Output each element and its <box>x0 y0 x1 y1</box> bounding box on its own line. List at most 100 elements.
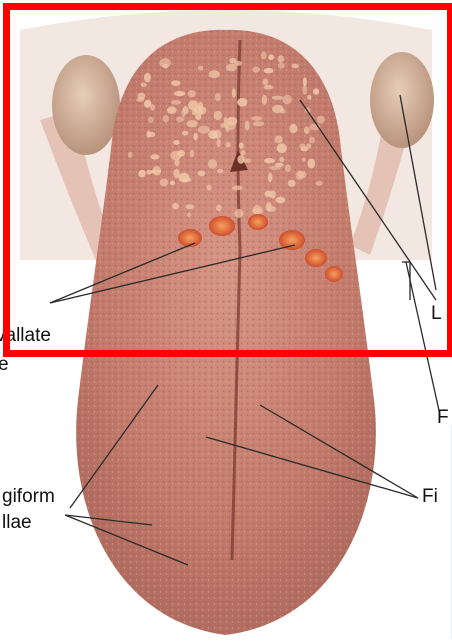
lingual-spot <box>232 88 236 98</box>
lingual-spot <box>263 78 269 85</box>
lingual-spot <box>269 166 281 170</box>
lingual-spot <box>171 100 181 105</box>
lingual-spot <box>187 213 191 217</box>
lingual-spot <box>179 173 190 183</box>
lingual-spot <box>137 93 145 100</box>
lingual-spot <box>171 80 180 86</box>
lingual-spot <box>148 117 154 123</box>
lingual-spot <box>307 95 311 100</box>
lingual-spot <box>214 111 222 120</box>
lingual-spot <box>313 88 319 94</box>
lingual-spot <box>266 202 272 211</box>
lingual-spot <box>232 186 243 191</box>
lingual-spot <box>177 91 182 96</box>
lingual-spot <box>292 64 299 69</box>
fungiform-label-line2: llae <box>2 513 32 532</box>
papillae-fragment-label: e <box>0 355 9 374</box>
lingual-spot <box>208 130 218 139</box>
lingual-spot <box>278 63 285 69</box>
lingual-spot <box>188 90 196 97</box>
lingual-spot <box>264 85 274 90</box>
lingual-spot <box>251 116 262 121</box>
lingual-spot <box>235 209 244 218</box>
right-tonsil <box>370 52 434 148</box>
lingual-spot <box>173 169 179 178</box>
f-fragment-label: F <box>437 408 449 427</box>
lingual-spot <box>209 70 220 78</box>
lingual-spot <box>206 185 211 191</box>
lingual-spot <box>226 142 231 147</box>
lingual-spot <box>183 106 189 114</box>
vallate-label: vallate <box>0 326 51 345</box>
lingual-spot <box>215 93 221 101</box>
lingual-spot <box>217 169 224 173</box>
lingual-spot <box>279 157 284 162</box>
lingual-spot <box>295 171 304 180</box>
lingual-spot <box>272 96 284 100</box>
lingual-spot <box>198 126 210 134</box>
lingual-spot <box>163 115 169 123</box>
lingual-spot <box>193 133 198 141</box>
lingual-spot <box>264 68 274 74</box>
lingual-spot <box>276 197 286 203</box>
lingual-spot <box>234 61 242 66</box>
lingual-spot <box>278 55 285 62</box>
lingual-spot <box>198 171 206 177</box>
lingual-spot <box>253 205 262 215</box>
left-tonsil <box>52 55 120 155</box>
lingual-spot <box>150 104 155 110</box>
lingual-spot <box>243 158 251 163</box>
lingual-spot <box>237 98 247 107</box>
lingual-spot <box>138 170 146 177</box>
lingual-spot <box>309 137 315 144</box>
fi-fragment-label: Fi <box>422 487 438 506</box>
lingual-spot <box>182 131 189 136</box>
lingual-spot <box>185 204 194 209</box>
lingual-spot <box>307 143 312 148</box>
lingual-spot <box>299 144 305 149</box>
lingual-spot <box>170 181 175 186</box>
lingual-spot <box>252 67 260 73</box>
lingual-spot <box>177 150 184 157</box>
lingual-spot <box>275 136 283 144</box>
lingual-spot <box>237 155 244 164</box>
lingual-spot <box>128 152 133 158</box>
lingual-spot <box>146 131 150 138</box>
lingual-spot <box>216 205 222 212</box>
lingual-spot <box>245 121 250 131</box>
fungiform-label-line1: giform <box>2 487 55 506</box>
lingual-spot <box>280 109 286 114</box>
lingual-spot <box>163 64 168 69</box>
lingual-spot <box>152 166 161 176</box>
lingual-spot <box>227 117 237 126</box>
lingual-spot <box>262 95 267 105</box>
lingual-spot <box>302 85 307 95</box>
lingual-spot <box>144 73 151 83</box>
lingual-spot <box>268 54 273 60</box>
lingual-spot <box>188 100 199 110</box>
lingual-spot <box>289 124 297 133</box>
lingual-spot <box>253 121 264 126</box>
lingual-spot <box>304 127 310 135</box>
lingual-spot <box>195 114 201 120</box>
lingual-spot <box>316 181 323 186</box>
lingual-spot <box>198 66 203 71</box>
lingual-spot <box>302 158 306 162</box>
lingual-spot <box>141 83 147 87</box>
lingual-spot <box>288 180 296 187</box>
lingual-spot <box>308 159 316 169</box>
lingual-spot <box>285 164 291 172</box>
lingual-spot <box>283 95 292 105</box>
lingual-spot <box>190 150 195 158</box>
lingual-spot <box>241 150 246 156</box>
lingual-spot <box>261 52 267 60</box>
lingual-spot <box>150 154 159 159</box>
lingual-spot <box>220 123 227 128</box>
lingual-spot <box>176 116 184 122</box>
lingual-spot <box>173 140 180 145</box>
lingual-spot <box>268 173 273 183</box>
l-fragment-label: L <box>431 304 442 323</box>
lingual-spot <box>264 158 275 163</box>
